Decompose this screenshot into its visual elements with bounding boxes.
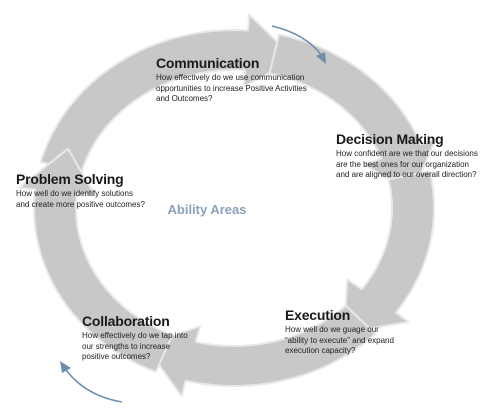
node-title: Collaboration — [82, 313, 170, 329]
node-title: Communication — [156, 55, 260, 71]
node-description: How effectively do we use communication … — [156, 73, 307, 103]
bottom-curved-arrow-icon — [65, 369, 123, 403]
bottom-arrowhead-icon — [60, 361, 71, 373]
node-title: Execution — [285, 307, 351, 323]
top-arrowhead-icon — [316, 52, 326, 64]
node-collaboration: Collaboration How effectively do we tap … — [82, 313, 192, 363]
node-description: How effectively do we tap into our stren… — [82, 331, 188, 361]
node-decision-making: Decision Making How confident are we tha… — [336, 131, 484, 181]
node-title: Decision Making — [336, 131, 444, 147]
cycle-arrow-segment-5 — [18, 147, 174, 373]
node-title: Problem Solving — [16, 171, 124, 187]
node-communication: Communication How effectively do we use … — [156, 55, 316, 105]
cycle-arrow-ring — [18, 13, 437, 398]
node-description: How well do we identify solutions and cr… — [16, 189, 145, 209]
node-execution: Execution How well do we guage our “abil… — [285, 307, 403, 357]
node-description: How well do we guage our “ability to exe… — [285, 325, 394, 355]
top-curved-arrow-icon — [271, 25, 323, 57]
node-problem-solving: Problem Solving How well do we identify … — [16, 171, 146, 210]
center-label: Ability Areas — [167, 202, 247, 217]
node-description: How confident are we that our decisions … — [336, 149, 478, 179]
